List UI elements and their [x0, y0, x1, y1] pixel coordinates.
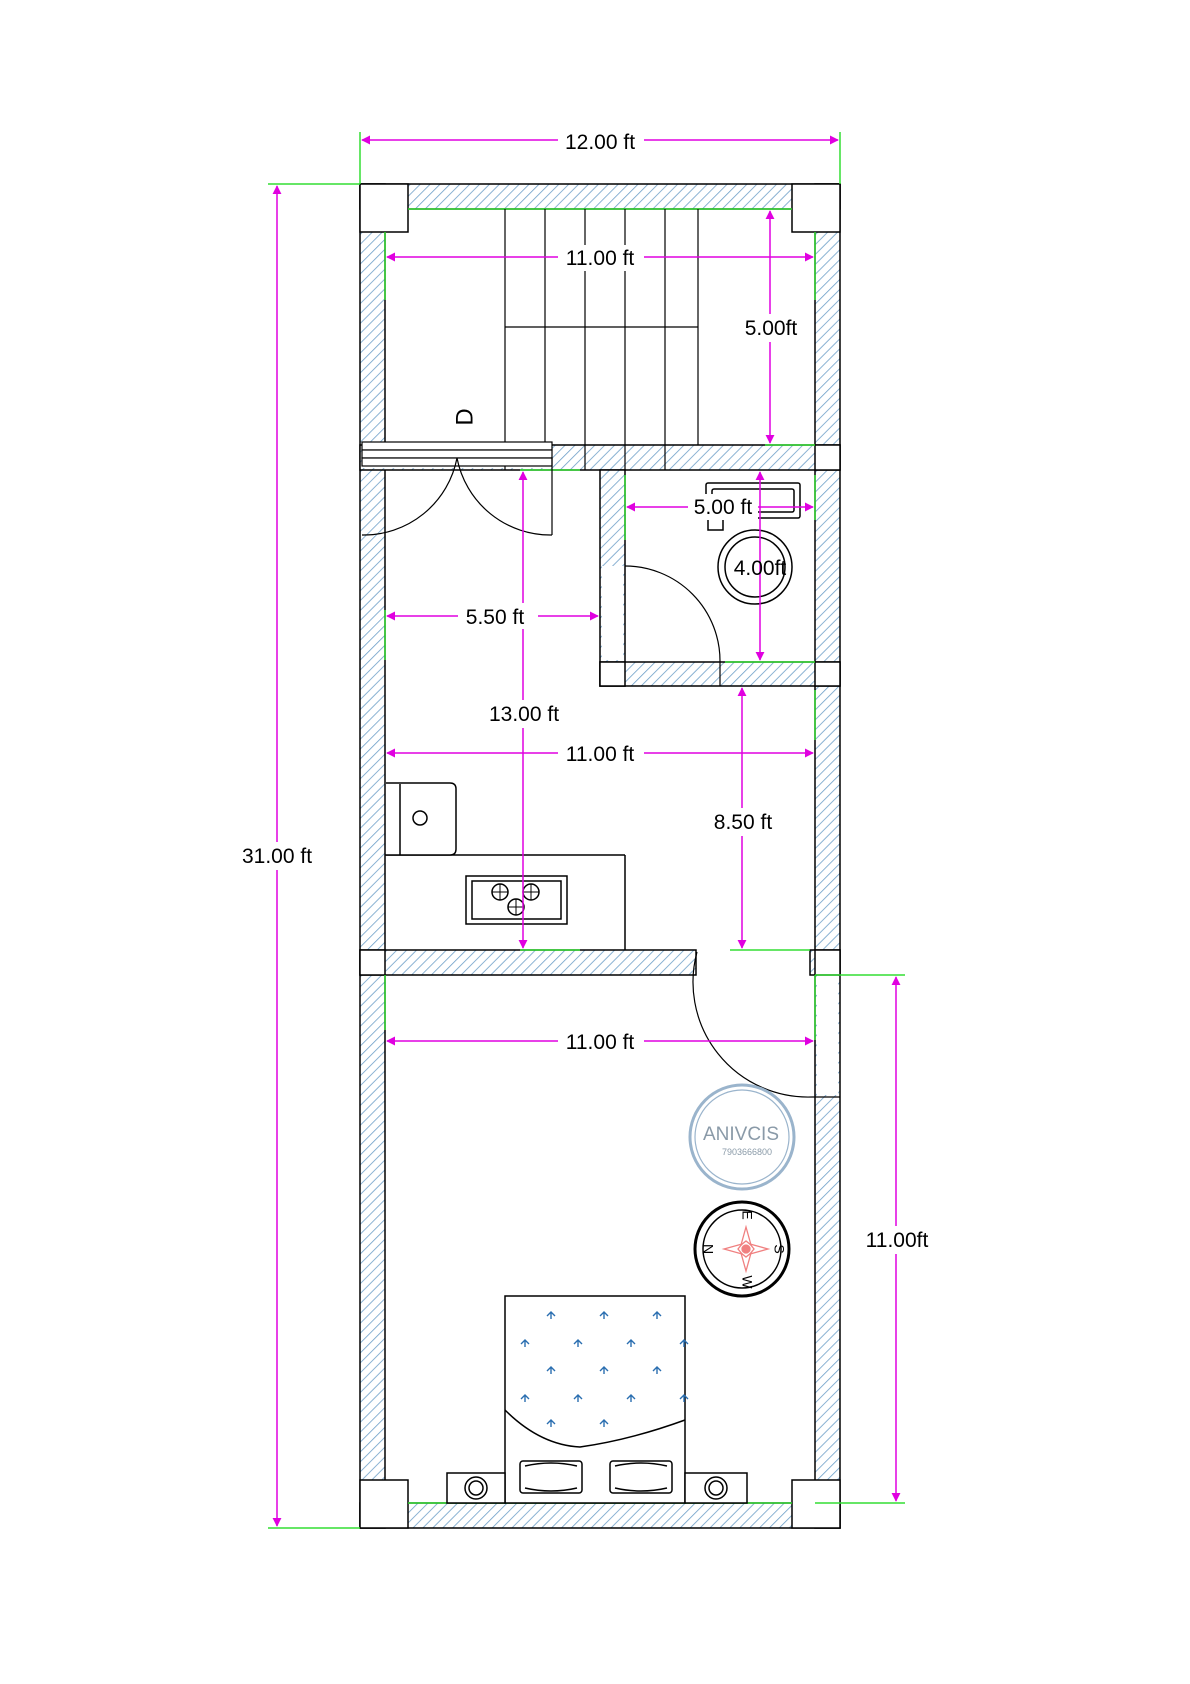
- compass-rose-icon: [721, 1224, 771, 1274]
- dim-overall-length: 31.00 ft: [242, 845, 312, 868]
- compass: N E S W: [693, 1200, 791, 1298]
- wall-right: [814, 183, 841, 1529]
- blanket-arrow-icon: [652, 1311, 662, 1319]
- blanket-arrow-icon: [679, 1339, 689, 1347]
- compass-north: N: [700, 1244, 716, 1254]
- dim-stair-width: 11.00 ft: [566, 247, 635, 270]
- dim-bedroom-width: 11.00 ft: [566, 1031, 635, 1054]
- compass-south: S: [771, 1244, 787, 1253]
- pillows: [519, 1460, 673, 1494]
- compass-west: W: [739, 1275, 755, 1289]
- compass-east: E: [739, 1210, 755, 1219]
- dim-overall-width: 12.00 ft: [565, 131, 635, 154]
- watermark-seal: ANIVCIS 7903666800: [688, 1083, 796, 1191]
- blanket-arrow-icon: [679, 1394, 689, 1402]
- column: [814, 444, 841, 471]
- wall-bottom: [359, 1502, 841, 1529]
- bed-arrows: [520, 1311, 689, 1427]
- opening-bedroom-door: [697, 952, 809, 973]
- blanket-arrow-icon: [599, 1419, 609, 1427]
- blanket-arrow-icon: [652, 1366, 662, 1374]
- blanket-arrow-icon: [573, 1394, 583, 1402]
- dim-bedroom-length: 11.00ft: [866, 1229, 929, 1252]
- watermark-phone: 7903666800: [722, 1147, 772, 1157]
- blanket-arrow-icon: [520, 1339, 530, 1347]
- bathroom-door: [624, 565, 721, 686]
- wall-top: [359, 183, 841, 210]
- column: [359, 183, 409, 233]
- blanket-arrow-icon: [520, 1394, 530, 1402]
- wall-left: [359, 183, 386, 1529]
- blanket-arrow-icon: [599, 1311, 609, 1319]
- dimension-labels: 12.00 ft 31.00 ft 11.00 ft 5.00ft 5.00 f…: [232, 128, 938, 1254]
- refrigerator: [386, 782, 457, 856]
- blanket-arrow-icon: [546, 1311, 556, 1319]
- blanket-arrow-icon: [599, 1366, 609, 1374]
- columns: [359, 183, 841, 1529]
- bedroom-door: [692, 951, 840, 1098]
- dim-kitchen-width: 11.00 ft: [566, 743, 635, 766]
- blanket-arrow-icon: [546, 1419, 556, 1427]
- opening-bath-door: [602, 566, 623, 660]
- wall-kitchen-bedroom: [359, 949, 697, 976]
- dim-bath-width: 5.00 ft: [694, 496, 753, 519]
- column: [814, 949, 841, 976]
- blanket-arrow-icon: [626, 1394, 636, 1402]
- dim-kitchen-depth: 8.50 ft: [714, 811, 773, 834]
- door-label: D: [451, 408, 478, 425]
- dim-hall-width: 5.50 ft: [466, 606, 525, 629]
- dim-stair-depth: 5.00ft: [745, 317, 798, 340]
- column: [359, 949, 386, 976]
- blanket-arrow-icon: [626, 1339, 636, 1347]
- watermark-name: ANIVCIS: [703, 1124, 779, 1145]
- opening-right-wall-door: [817, 975, 838, 1095]
- dim-bath-depth: 4.00ft: [734, 557, 787, 580]
- column: [791, 183, 841, 233]
- toilet: [707, 516, 793, 605]
- dim-kitchen-length: 13.00 ft: [489, 703, 559, 726]
- blanket-arrow-icon: [546, 1366, 556, 1374]
- column: [791, 1479, 841, 1529]
- column: [814, 661, 841, 687]
- nightstands: [446, 1472, 748, 1504]
- blanket-arrow-icon: [573, 1339, 583, 1347]
- main-door: [361, 441, 553, 536]
- column: [599, 661, 626, 687]
- stove: [465, 875, 568, 925]
- column: [359, 1479, 409, 1529]
